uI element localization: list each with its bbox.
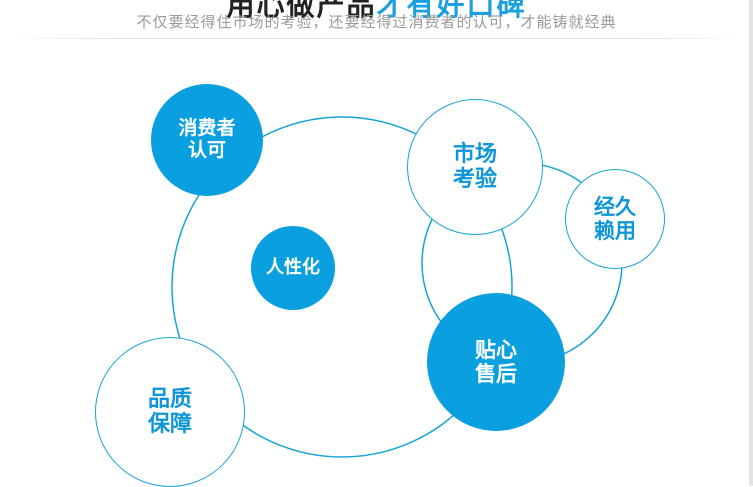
node-consumer-line1: 消费者 — [178, 117, 236, 140]
node-lasting-line2: 赖用 — [594, 219, 636, 243]
node-after-sales: 贴心 售后 — [427, 293, 565, 431]
big-ring — [171, 116, 513, 458]
node-quality: 品质 保障 — [95, 337, 245, 487]
node-consumer-line2: 认可 — [187, 139, 226, 161]
page-subtitle: 不仅要经得住市场的考验，还要经得过消费者的认可，才能铸就经典 — [136, 13, 617, 31]
node-lasting: 经久 赖用 — [565, 169, 665, 269]
node-after-sales-line1: 贴心 — [475, 337, 517, 362]
title-plain: 用心做产品 — [226, 0, 377, 22]
right-edge-bar — [749, 0, 753, 486]
node-after-sales-line2: 售后 — [475, 362, 517, 386]
node-lasting-line1: 经久 — [594, 194, 636, 219]
title-accent: 才有好口碑 — [376, 0, 527, 22]
node-market-line2: 考验 — [452, 167, 497, 192]
node-quality-line1: 品质 — [147, 386, 192, 412]
node-quality-line2: 保障 — [147, 412, 192, 437]
node-market-line1: 市场 — [452, 141, 497, 167]
header-divider — [6, 38, 748, 39]
node-market-test: 市场 考验 — [407, 99, 543, 235]
node-humane: 人性化 — [251, 226, 335, 310]
node-humane-line1: 人性化 — [266, 256, 320, 278]
node-consumer-approval: 消费者 认可 — [151, 84, 263, 196]
page-title: 用心做产品才有好口碑 — [0, 0, 753, 24]
